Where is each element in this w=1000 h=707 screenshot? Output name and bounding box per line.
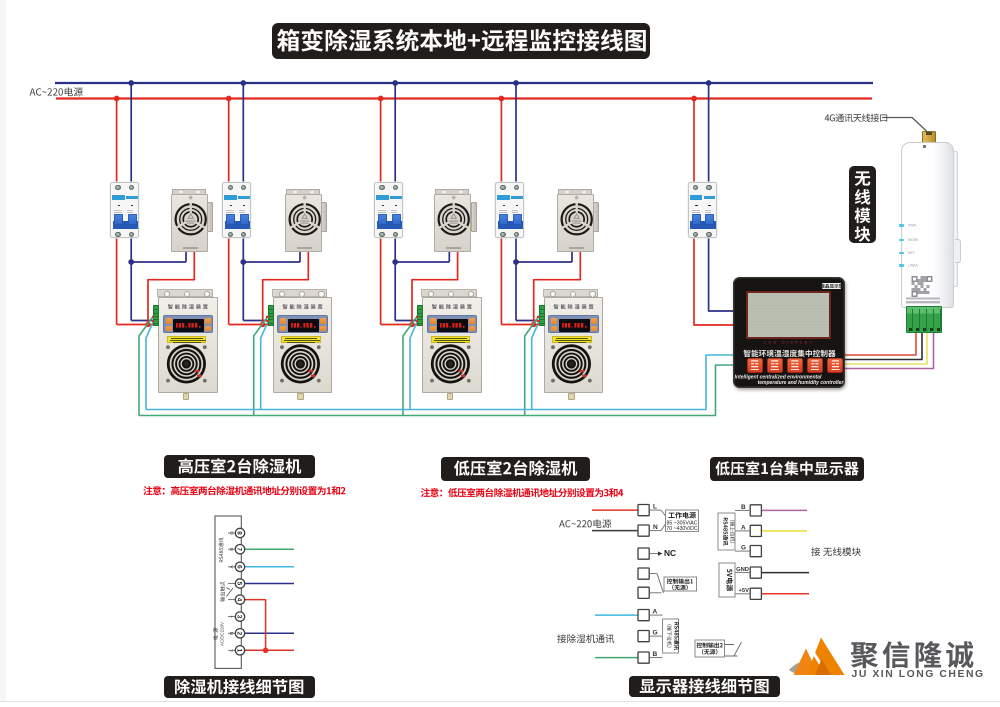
svg-text:N: N <box>229 632 234 635</box>
svg-text:5: 5 <box>236 582 243 586</box>
svg-text:B: B <box>653 651 658 658</box>
svg-text:A: A <box>229 564 234 568</box>
svg-text:L: L <box>229 649 234 652</box>
svg-text:G: G <box>653 629 658 636</box>
svg-text:+5V: +5V <box>739 588 750 594</box>
svg-text:+: + <box>229 615 234 618</box>
svg-text:G: G <box>229 531 234 535</box>
svg-text:N: N <box>653 524 658 531</box>
svg-text:85 ~305V/AC: 85 ~305V/AC <box>666 520 697 526</box>
svg-text:AC/DC220V: AC/DC220V <box>220 622 225 646</box>
svg-text:6: 6 <box>236 565 243 569</box>
svg-text:8: 8 <box>236 531 243 535</box>
svg-text:A: A <box>741 524 746 531</box>
svg-text:3: 3 <box>236 615 243 619</box>
svg-text:A: A <box>653 608 658 615</box>
svg-text:B: B <box>741 504 746 511</box>
svg-text:G: G <box>741 545 746 552</box>
svg-text:2: 2 <box>236 631 243 635</box>
svg-text:NC: NC <box>664 548 676 558</box>
svg-text:L: L <box>653 503 657 510</box>
svg-text:7: 7 <box>236 547 243 551</box>
svg-text:1: 1 <box>236 648 243 652</box>
svg-text:70 ~430V/DC: 70 ~430V/DC <box>666 526 698 532</box>
svg-text:4: 4 <box>236 598 243 602</box>
svg-text:GND: GND <box>736 567 749 573</box>
svg-text:B: B <box>229 548 234 551</box>
